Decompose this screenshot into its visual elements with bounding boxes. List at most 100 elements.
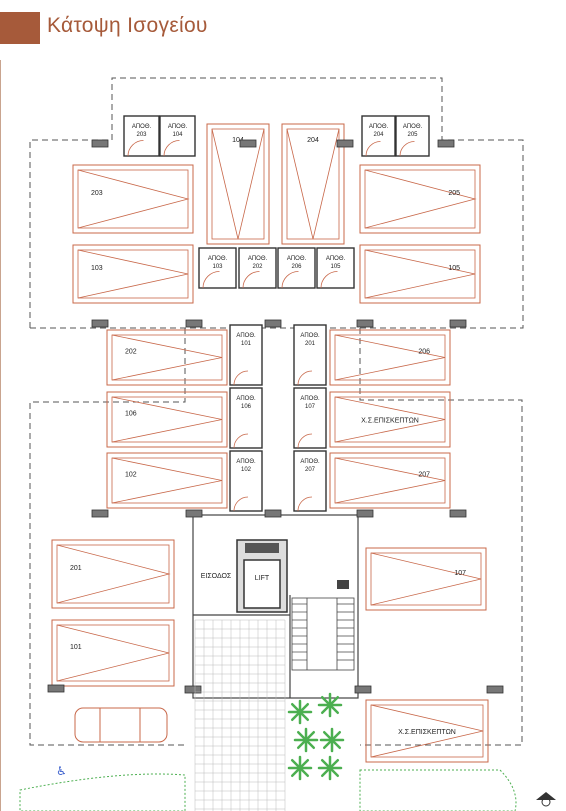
parking-space-label: 106 xyxy=(125,411,137,418)
storage-unit: ΑΠΟΘ. 106 xyxy=(229,387,263,449)
parking-space: 102 xyxy=(106,452,228,509)
parking-space-label: Χ.Σ.ΕΠΙΣΚΕΠΤΩΝ xyxy=(398,729,456,736)
storage-units: ΑΠΟΘ.203ΑΠΟΘ.104ΑΠΟΘ.204ΑΠΟΘ.205ΑΠΟΘ.103… xyxy=(123,115,430,512)
parking-space-label: 104 xyxy=(232,137,244,144)
column xyxy=(437,139,455,148)
storage-unit: ΑΠΟΘ. 107 xyxy=(293,387,327,449)
column xyxy=(356,509,374,518)
car-symbol xyxy=(74,707,168,743)
column xyxy=(354,685,372,694)
parking-space-label: Χ.Σ.ΕΠΙΣΚΕΠΤΩΝ xyxy=(361,418,419,425)
storage-unit: ΑΠΟΘ. 207 xyxy=(293,450,327,512)
parking-space-label: 105 xyxy=(448,265,460,272)
structural-columns xyxy=(47,139,504,694)
storage-number: 107 xyxy=(305,404,316,410)
storage-label: ΑΠΟΘ. xyxy=(287,256,307,262)
storage-number: 205 xyxy=(407,132,418,138)
lower-right-outline xyxy=(359,328,523,746)
stair-treads xyxy=(292,603,354,661)
storage-label: ΑΠΟΘ. xyxy=(208,256,228,262)
parking-space-label: 206 xyxy=(418,349,430,356)
lower-left-outline xyxy=(29,328,186,746)
column xyxy=(185,319,203,328)
storage-label: ΑΠΟΘ. xyxy=(236,333,256,339)
storage-number: 202 xyxy=(252,264,263,270)
parking-space: 105 xyxy=(359,244,481,304)
parking-space-label: 204 xyxy=(307,137,319,144)
column xyxy=(91,319,109,328)
storage-number: 105 xyxy=(330,264,341,270)
parking-space-label: 207 xyxy=(418,472,430,479)
storage-number: 204 xyxy=(373,132,384,138)
parking-space: 201 xyxy=(51,539,175,609)
parking-space: 103 xyxy=(72,244,194,304)
column xyxy=(91,139,109,148)
wheelchair-icon: ♿ xyxy=(56,764,67,778)
tree-icon xyxy=(287,755,313,781)
storage-unit: ΑΠΟΘ.104 xyxy=(159,115,196,157)
tree-icon xyxy=(317,755,343,781)
upper-block-outline xyxy=(29,77,524,329)
parking-space-label: 103 xyxy=(91,265,103,272)
storage-unit: ΑΠΟΘ. 201 xyxy=(293,324,327,386)
entrance-label: ΕΙΣΟΔΟΣ xyxy=(201,573,232,580)
parking-space: 205 xyxy=(359,164,481,234)
page-title: Κάτοψη Ισογείου xyxy=(47,14,208,37)
column xyxy=(486,685,504,694)
storage-number: 106 xyxy=(241,404,252,410)
column xyxy=(449,509,467,518)
column xyxy=(356,319,374,328)
column xyxy=(91,509,109,518)
tree-icon xyxy=(287,699,313,725)
storage-unit: ΑΠΟΘ. 203 xyxy=(123,115,160,157)
parking-space: 101 xyxy=(51,619,175,687)
storage-unit: ΑΠΟΘ. 204 xyxy=(361,115,396,157)
storage-unit: ΑΠΟΘ. 103 xyxy=(198,247,237,289)
column xyxy=(264,509,282,518)
parking-space: 104 xyxy=(206,123,270,245)
storage-unit: ΑΠΟΘ. 205 xyxy=(395,115,430,157)
column xyxy=(264,319,282,328)
lift-label: LIFT xyxy=(255,575,270,582)
storage-number: 203 xyxy=(136,132,147,138)
storage-number: 201 xyxy=(305,341,316,347)
storage-label: ΑΠΟΘ. xyxy=(236,396,256,402)
storage-unit: ΑΠΟΘ.102 xyxy=(229,450,263,512)
stair-shaft-hatch xyxy=(337,580,349,589)
storage-unit: ΑΠΟΘ. 206 xyxy=(277,247,316,289)
storage-label: ΑΠΟΘ. xyxy=(248,256,268,262)
storage-label: ΑΠΟΘ. xyxy=(300,333,320,339)
storage-label: ΑΠΟΘ. xyxy=(403,124,423,130)
storage-label: ΑΠΟΘ. xyxy=(369,124,389,130)
storage-label: ΑΠΟΘ. xyxy=(236,459,256,465)
storage-number: 103 xyxy=(212,264,223,270)
parking-space: 107 xyxy=(365,547,487,611)
parking-space-label: 102 xyxy=(125,472,137,479)
left-margin-rule xyxy=(0,60,1,811)
building-outline xyxy=(29,77,524,746)
storage-number: 207 xyxy=(305,467,316,473)
parking-space-label: 205 xyxy=(448,190,460,197)
parking-space-label: 202 xyxy=(125,349,137,356)
parking-space: 106 xyxy=(106,391,228,448)
storage-label: ΑΠΟΘ. xyxy=(132,124,152,130)
tree-icon xyxy=(293,727,319,753)
storage-number: 206 xyxy=(291,264,302,270)
parking-space: 206 xyxy=(329,329,451,386)
storage-number: 104 xyxy=(172,132,183,138)
storage-label: ΑΠΟΘ. xyxy=(300,396,320,402)
tree-icon xyxy=(317,692,343,718)
storage-unit: ΑΠΟΘ. 202 xyxy=(238,247,277,289)
garden-strip xyxy=(19,773,186,811)
column xyxy=(239,139,257,148)
parking-space: 203 xyxy=(72,164,194,234)
storage-unit: ΑΠΟΘ. 105 xyxy=(316,247,355,289)
storage-label: ΑΠΟΘ. xyxy=(300,459,320,465)
storage-label: ΑΠΟΘ. xyxy=(326,256,346,262)
parking-space-label: 201 xyxy=(70,565,82,572)
parking-space: 202 xyxy=(106,329,228,386)
parking-space: 204 xyxy=(281,123,345,245)
parking-space-label: 101 xyxy=(70,644,82,651)
parking-space: Χ.Σ.ΕΠΙΣΚΕΠΤΩΝ xyxy=(329,391,451,448)
